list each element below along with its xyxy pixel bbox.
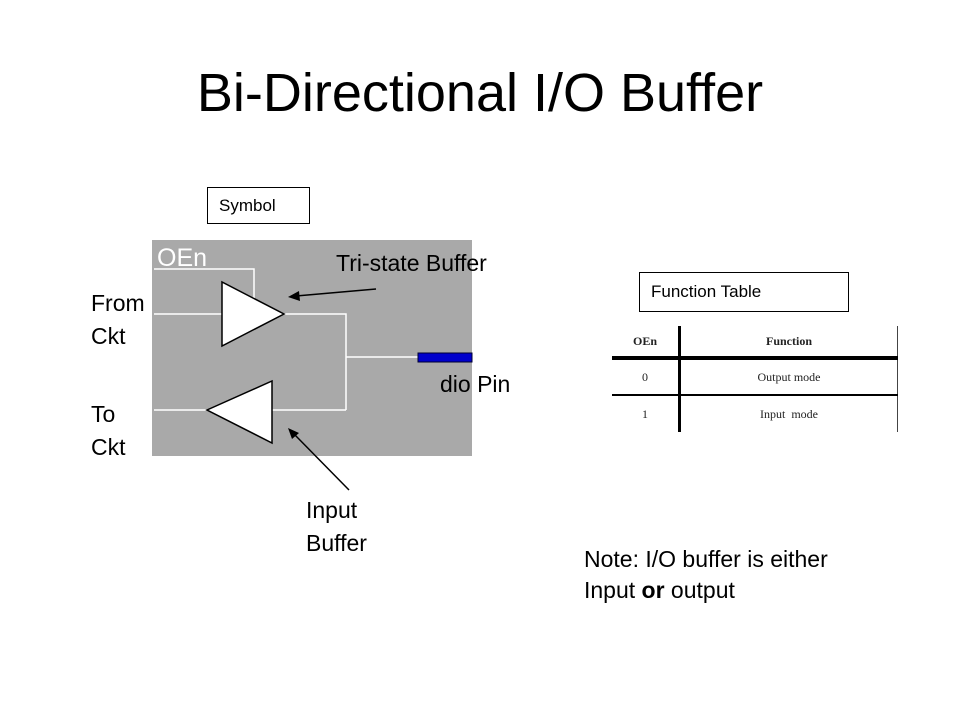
- function-table: OEn Function 0 Output mode 1 Input mode: [612, 326, 898, 432]
- input-buffer-line2: Buffer: [306, 530, 367, 556]
- oen-label: OEn: [157, 244, 207, 272]
- table-cell-function: Output mode: [679, 358, 898, 396]
- note-line2: Input or output: [584, 575, 828, 606]
- symbol-label: Symbol: [207, 187, 310, 224]
- to-ckt-label: To Ckt: [91, 398, 126, 464]
- dio-pin-label: dio Pin: [440, 371, 511, 397]
- tristate-buffer-label: Tri-state Buffer: [336, 250, 487, 276]
- table-row: 1 Input mode: [612, 395, 898, 432]
- to-ckt-line2: Ckt: [91, 434, 126, 460]
- circuit-panel: [152, 240, 472, 456]
- table-cell-oen: 0: [612, 358, 681, 396]
- table-header-oen: OEn: [612, 326, 681, 360]
- table-header-row: OEn Function: [612, 326, 898, 360]
- table-cell-function: Input mode: [679, 395, 898, 432]
- from-ckt-label: From Ckt: [91, 287, 145, 353]
- table-header-function: Function: [679, 326, 898, 360]
- function-table-label: Function Table: [639, 272, 849, 312]
- tristate-output-wire: [284, 313, 347, 410]
- from-ckt-line1: From: [91, 290, 145, 316]
- to-ckt-line1: To: [91, 401, 116, 427]
- note-line2-post: output: [664, 577, 735, 603]
- input-buffer-arrowhead: [288, 428, 299, 439]
- input-buffer-line1: Input: [306, 497, 358, 523]
- input-buffer-arrow: [293, 433, 350, 491]
- tristate-arrowhead: [288, 291, 300, 301]
- input-buffer-label: Input Buffer: [306, 494, 367, 560]
- note: Note: I/O buffer is either Input or outp…: [584, 544, 828, 606]
- note-line2-bold: or: [641, 577, 665, 603]
- oen-wire: [154, 268, 255, 300]
- input-buffer-symbol: [205, 379, 273, 445]
- page-title: Bi-Directional I/O Buffer: [196, 63, 764, 123]
- table-cell-oen: 1: [612, 395, 681, 432]
- table-row: 0 Output mode: [612, 358, 898, 396]
- note-line1: Note: I/O buffer is either: [584, 546, 828, 572]
- tristate-arrow: [295, 288, 377, 297]
- from-ckt-line2: Ckt: [91, 323, 126, 349]
- note-line2-pre: Input: [584, 577, 642, 603]
- dio-pin: [417, 352, 473, 363]
- tristate-buffer-symbol: [221, 280, 286, 348]
